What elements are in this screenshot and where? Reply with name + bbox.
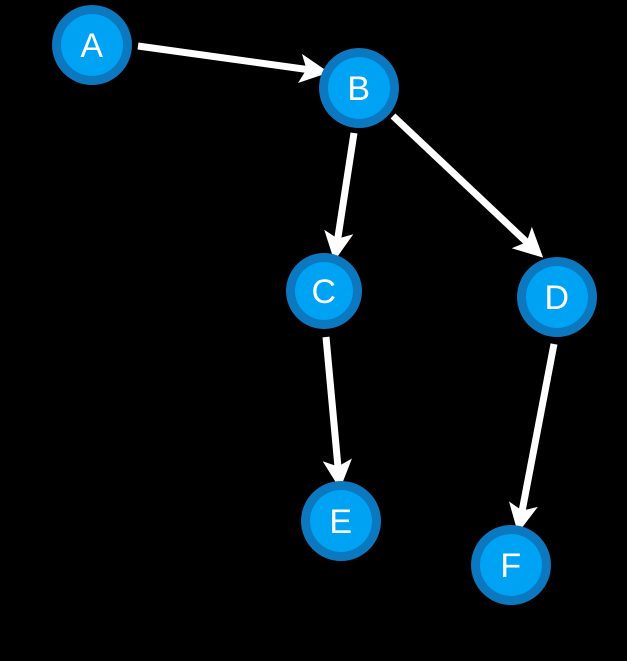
edges-layer <box>137 42 558 534</box>
node-fill-b <box>328 57 390 119</box>
graph-node-c[interactable]: C <box>286 253 362 329</box>
node-label-f: F <box>500 547 521 585</box>
node-fill-f <box>480 534 542 596</box>
graph-node-e[interactable]: E <box>301 481 381 561</box>
graph-node-d[interactable]: D <box>517 257 597 337</box>
graph-node-a[interactable]: A <box>52 5 132 85</box>
graph-node-b[interactable]: B <box>319 48 399 128</box>
graph-edge-d-f <box>508 343 558 534</box>
graph-node-f[interactable]: F <box>471 525 551 605</box>
node-fill-d <box>526 266 588 328</box>
node-label-e: E <box>329 503 352 541</box>
node-fill-a <box>61 14 123 76</box>
graph-edge-c-e <box>322 336 352 490</box>
node-label-b: B <box>347 70 370 108</box>
graph-edge-b-d <box>390 113 544 258</box>
node-label-c: C <box>311 273 336 311</box>
graph-edge-a-b <box>137 42 330 84</box>
node-fill-e <box>310 490 372 552</box>
nodes-layer: A B C D E F <box>52 5 597 605</box>
node-label-a: A <box>80 27 103 65</box>
node-fill-c <box>295 262 353 320</box>
node-label-d: D <box>544 279 569 317</box>
graph-edge-b-c <box>324 132 358 262</box>
